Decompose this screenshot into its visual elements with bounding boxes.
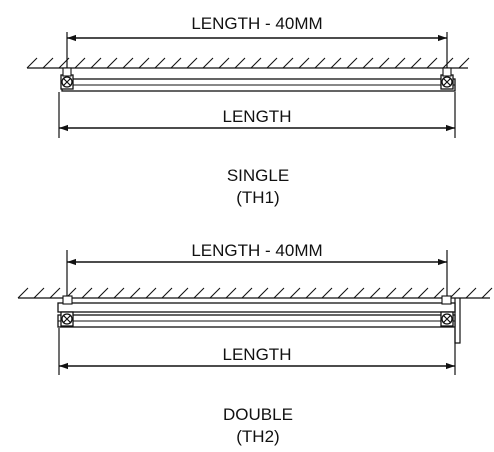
wall-hatch-stroke	[298, 57, 310, 69]
wall-hatch-stroke	[458, 57, 470, 69]
single-rail	[61, 78, 456, 92]
double-rail-figure: LENGTH - 40MM LENGTH DOUBLE (TH2)	[17, 241, 493, 446]
wall-hatch-stroke	[154, 57, 166, 69]
wall-hatch-stroke	[42, 57, 54, 69]
wall-hatch-stroke	[33, 287, 45, 299]
double-side-plate	[454, 298, 461, 344]
double-left-bracket-icon	[60, 311, 74, 327]
wall-hatch-stroke	[234, 57, 246, 69]
wall-hatch-stroke	[449, 287, 461, 299]
wall-hatch-stroke	[202, 57, 214, 69]
wall-hatch-stroke	[241, 287, 253, 299]
wall-hatch-stroke	[177, 287, 189, 299]
wall-hatch-stroke	[394, 57, 406, 69]
wall-hatch-stroke	[330, 57, 342, 69]
double-bottom-dimension: LENGTH	[58, 328, 456, 375]
single-bottom-dimension: LENGTH	[58, 92, 456, 138]
double-wall	[17, 287, 493, 299]
wall-hatch-stroke	[337, 287, 349, 299]
wall-hatch-stroke	[49, 287, 61, 299]
wall-hatch-stroke	[193, 287, 205, 299]
single-left-bracket-icon	[60, 74, 74, 90]
wall-hatch-stroke	[362, 57, 374, 69]
single-bottom-dimension-label: LENGTH	[223, 107, 292, 126]
wall-hatch-stroke	[250, 57, 262, 69]
wall-hatch-stroke	[289, 287, 301, 299]
wall-hatch-stroke	[282, 57, 294, 69]
wall-hatch-stroke	[266, 57, 278, 69]
wall-hatch-stroke	[170, 57, 182, 69]
wall-hatch-stroke	[410, 57, 422, 69]
wall-hatch-stroke	[481, 287, 493, 299]
wall-hatch-stroke	[378, 57, 390, 69]
wall-hatch-stroke	[346, 57, 358, 69]
wall-hatch-stroke	[74, 57, 86, 69]
double-bottom-dimension-label: LENGTH	[223, 345, 292, 364]
wall-hatch-stroke	[138, 57, 150, 69]
single-caption-title: SINGLE	[227, 166, 289, 185]
wall-hatch-stroke	[17, 287, 29, 299]
wall-hatch-stroke	[81, 287, 93, 299]
single-top-dimension-label: LENGTH - 40MM	[191, 14, 322, 33]
wall-hatch-stroke	[353, 287, 365, 299]
double-rails	[57, 302, 456, 328]
wall-hatch-stroke	[97, 287, 109, 299]
double-caption-title: DOUBLE	[223, 405, 293, 424]
wall-hatch-stroke	[465, 287, 477, 299]
wall-hatch-stroke	[433, 287, 445, 299]
wall-hatch-stroke	[58, 57, 70, 69]
single-wall	[26, 57, 470, 69]
wall-hatch-stroke	[321, 287, 333, 299]
single-caption-code: (TH1)	[236, 188, 279, 207]
wall-hatch-stroke	[106, 57, 118, 69]
wall-hatch-stroke	[161, 287, 173, 299]
wall-hatch-stroke	[305, 287, 317, 299]
wall-hatch-stroke	[218, 57, 230, 69]
double-right-bracket-icon	[440, 311, 454, 327]
wall-hatch-stroke	[385, 287, 397, 299]
single-top-dimension: LENGTH - 40MM	[66, 14, 448, 72]
wall-hatch-stroke	[209, 287, 221, 299]
wall-hatch-stroke	[442, 57, 454, 69]
wall-hatch-stroke	[113, 287, 125, 299]
wall-hatch-stroke	[401, 287, 413, 299]
wall-hatch-stroke	[129, 287, 141, 299]
wall-hatch-stroke	[369, 287, 381, 299]
wall-hatch-stroke	[145, 287, 157, 299]
wall-hatch-stroke	[225, 287, 237, 299]
wall-hatch-stroke	[257, 287, 269, 299]
wall-hatch-stroke	[122, 57, 134, 69]
single-rail-figure: LENGTH - 40MM LENGTH SINGLE (TH1)	[26, 14, 470, 207]
wall-hatch-stroke	[273, 287, 285, 299]
wall-hatch-stroke	[426, 57, 438, 69]
wall-hatch-stroke	[90, 57, 102, 69]
wall-hatch-stroke	[314, 57, 326, 69]
wall-hatch-stroke	[26, 57, 38, 69]
wall-hatch-stroke	[417, 287, 429, 299]
double-top-dimension-label: LENGTH - 40MM	[191, 241, 322, 260]
wall-hatch-stroke	[186, 57, 198, 69]
double-caption-code: (TH2)	[236, 427, 279, 446]
double-top-dimension: LENGTH - 40MM	[66, 241, 448, 298]
single-right-bracket-icon	[440, 74, 454, 90]
